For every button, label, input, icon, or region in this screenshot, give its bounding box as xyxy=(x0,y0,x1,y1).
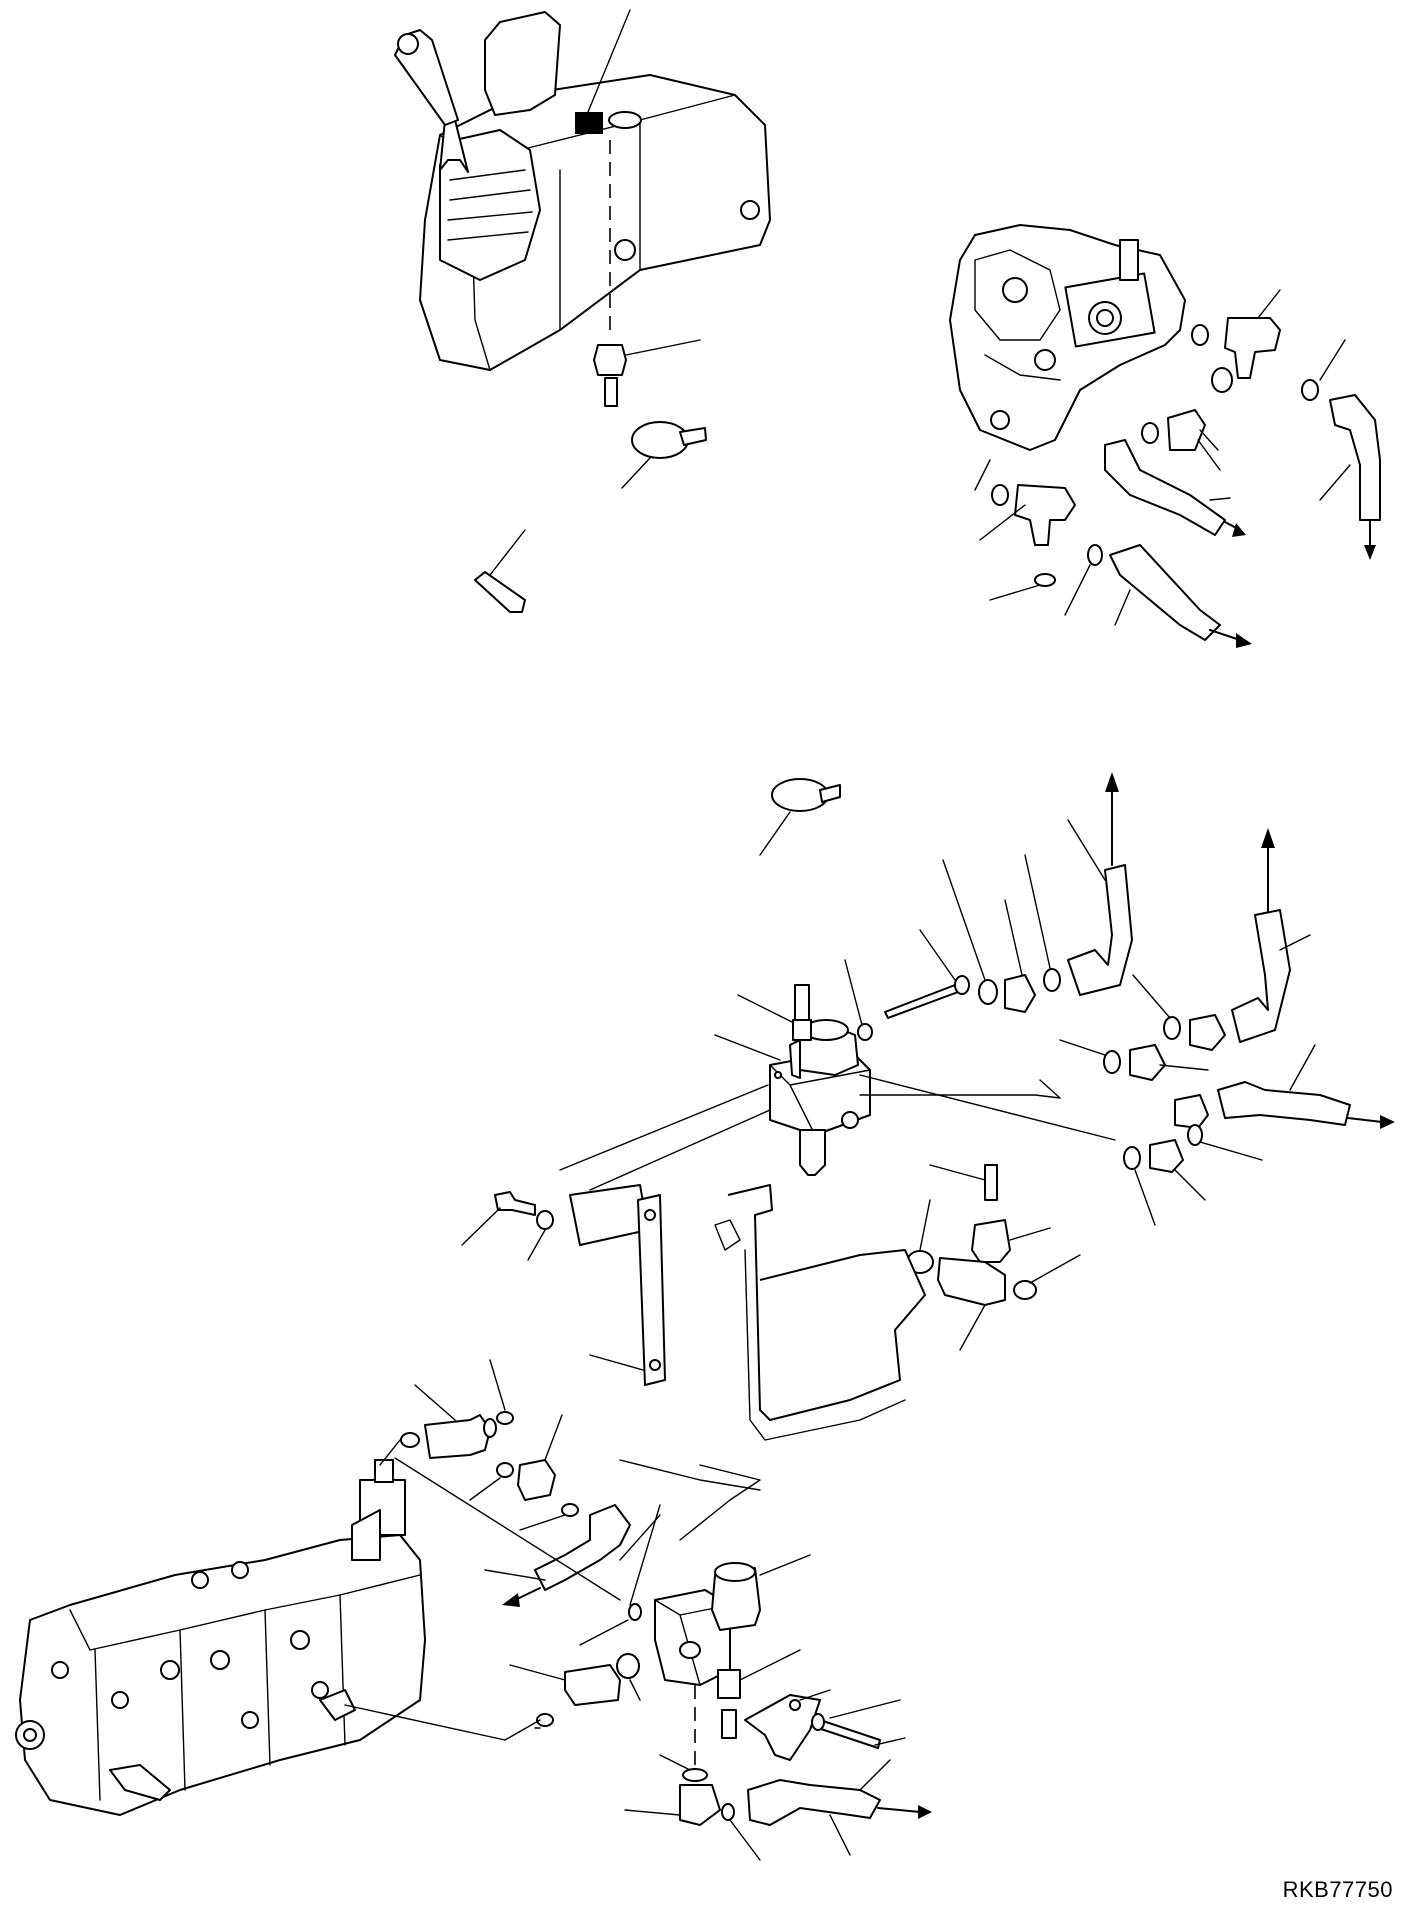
adapter-fitting-c xyxy=(517,1459,556,1501)
connector-pin-upper xyxy=(794,984,810,1021)
hose-elbow-right-upper xyxy=(1231,909,1291,1043)
union-fitting-a xyxy=(1004,974,1036,1013)
wire-clip xyxy=(474,571,526,613)
valve-bank-fittings xyxy=(400,1359,661,1607)
drawing-code: RKB77750 xyxy=(1282,1877,1393,1902)
hose-bottom xyxy=(747,1779,881,1826)
pump-fittings xyxy=(979,289,1381,648)
adapter-fitting-a xyxy=(1167,409,1206,451)
hose-elbow-right xyxy=(1329,394,1381,521)
hose-clamp-middle xyxy=(771,778,829,812)
union-fitting-e xyxy=(1149,1139,1184,1173)
lower-solenoid-coil xyxy=(711,1567,761,1631)
hose-elbow-bottom-left xyxy=(534,1504,631,1591)
hose-clamp-upper xyxy=(631,421,689,459)
support-strap xyxy=(637,1194,666,1386)
union-fitting-b xyxy=(1189,1014,1226,1051)
pump-assembly xyxy=(949,224,1186,491)
switch-pin xyxy=(604,377,618,407)
valve-bracket xyxy=(569,1184,649,1246)
hose-elbow-mid xyxy=(1104,439,1226,536)
mounting-frame xyxy=(727,1184,926,1421)
switch-cap xyxy=(593,344,627,376)
valve-bank-body xyxy=(19,1534,426,1816)
adapter-fitting-d xyxy=(564,1664,621,1706)
control-valve-bank xyxy=(15,1439,506,1816)
console-label-plate xyxy=(575,112,603,134)
elbow-fitting-bottom xyxy=(679,1784,721,1826)
connector-pin-lower xyxy=(984,1164,998,1201)
lower-bracket xyxy=(744,1694,821,1761)
lower-valve-block xyxy=(654,1589,731,1686)
long-bolt-upper xyxy=(884,984,959,1019)
pressure-switch xyxy=(971,1219,1011,1263)
pump-body xyxy=(949,224,1186,451)
bolt-left xyxy=(494,1191,536,1216)
solenoid-valve-assembly xyxy=(461,772,1395,1541)
adapter-fitting-b xyxy=(937,1257,1006,1306)
pilot-line-a xyxy=(394,1457,621,1601)
union-fitting-c xyxy=(1129,1044,1166,1081)
hose-right-mid xyxy=(1217,1081,1351,1126)
tee-fitting-upper xyxy=(1224,317,1281,379)
pilot-line-b xyxy=(504,1719,541,1741)
lower-solenoid-assembly xyxy=(509,1504,932,1861)
hose-lower-right xyxy=(1109,544,1221,641)
hose-elbow-upper xyxy=(1067,864,1133,996)
lower-connector xyxy=(717,1669,741,1699)
console-armrest xyxy=(484,11,561,116)
joystick-knob xyxy=(397,33,419,55)
union-fitting-d xyxy=(1174,1094,1209,1129)
tee-fitting-bottom-left xyxy=(424,1414,491,1459)
solenoid-stem xyxy=(799,1129,826,1176)
long-bolt-lower xyxy=(817,1719,881,1749)
tee-fitting-lower xyxy=(1014,484,1076,546)
joystick-console-assembly xyxy=(394,9,771,613)
